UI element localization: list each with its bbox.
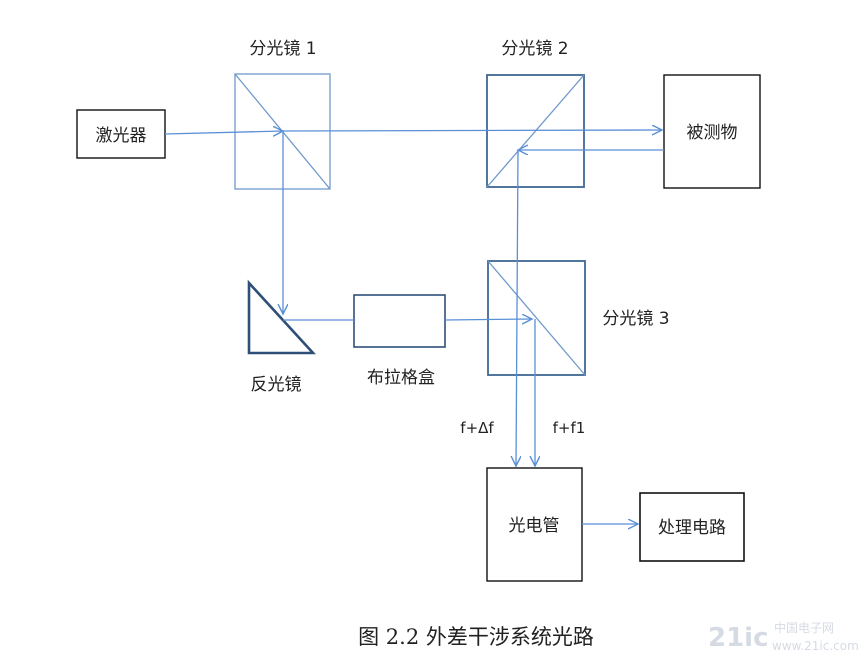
watermark-logo-text: 21ic xyxy=(708,623,769,653)
processing-circuit-label: 处理电路 xyxy=(658,518,726,538)
target-label: 被测物 xyxy=(687,123,738,143)
mirror-label: 反光镜 xyxy=(251,375,302,395)
frequency-label-right: f+f1 xyxy=(553,419,586,437)
beam-bs2-to-detector xyxy=(516,149,518,466)
target-box: 被测物 xyxy=(663,74,761,189)
watermark-url: www.21ic.com xyxy=(772,639,859,653)
beam-splitter-3 xyxy=(487,260,586,376)
figure-caption: 图 2.2 外差干涉系统光路 xyxy=(358,625,594,649)
beam-bragg-to-bs3 xyxy=(444,319,532,320)
mirror-prism xyxy=(247,279,316,355)
watermark-logo: 21ic 中国电子网 www.21ic.com xyxy=(708,620,859,653)
watermark-site-name: 中国电子网 xyxy=(774,620,834,635)
laser-label: 激光器 xyxy=(96,126,147,146)
laser-box: 激光器 xyxy=(76,109,166,159)
beam-paths xyxy=(164,130,664,524)
bragg-cell-box xyxy=(353,294,446,348)
photodetector-box: 光电管 xyxy=(486,467,583,582)
splitter1-label: 分光镜 1 xyxy=(249,39,316,59)
beam-bs1-to-target xyxy=(282,130,662,131)
beam-laser-to-bs1 xyxy=(164,131,283,134)
photodetector-label: 光电管 xyxy=(509,516,560,536)
splitter2-label: 分光镜 2 xyxy=(501,39,568,59)
splitter3-label: 分光镜 3 xyxy=(602,309,669,329)
frequency-label-left: f+Δf xyxy=(460,419,494,437)
processing-circuit-box: 处理电路 xyxy=(639,492,745,562)
bragg-cell-label: 布拉格盒 xyxy=(367,368,435,388)
